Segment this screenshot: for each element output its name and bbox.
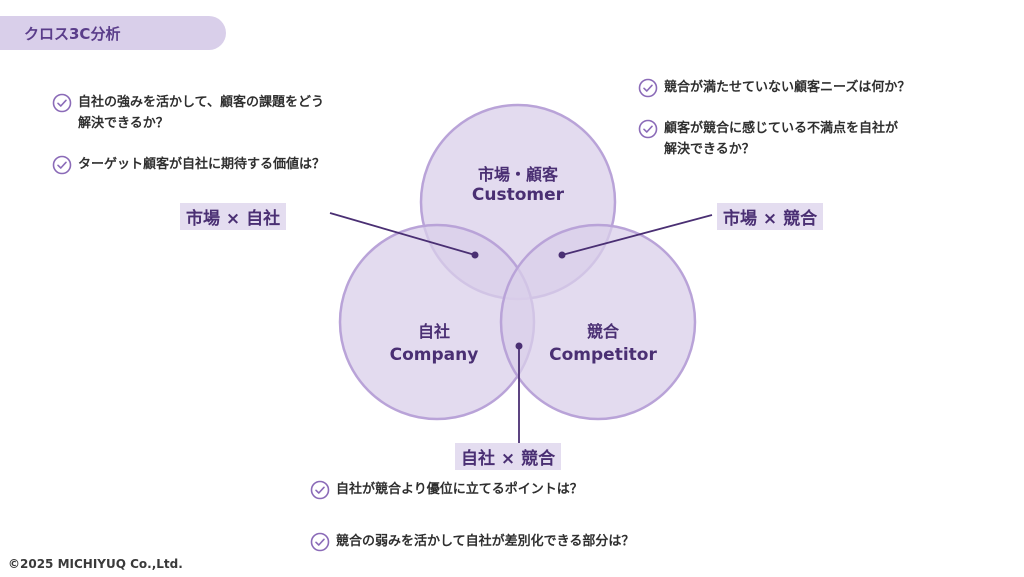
dot-company-competitor [515, 342, 523, 350]
check-circle-icon [52, 155, 72, 175]
circle-competitor [499, 223, 697, 421]
question-line: 解決できるか？ [78, 116, 169, 131]
question-text: 競合の弱みを活かして自社が差別化できる部分は？ [336, 534, 635, 549]
intersection-label-market-company: 市場 × 自社 [180, 203, 287, 230]
question-line: 自社の強みを活かして、顧客の課題をどう [78, 95, 324, 110]
intersection-label-company-competitor: 自社 × 競合 [455, 443, 562, 470]
dot-market-company [471, 251, 479, 259]
connector-market-competitor [561, 214, 713, 256]
competitor-label-jp: 競合 [587, 322, 620, 341]
customer-label-en: Customer [472, 185, 565, 205]
question-text: 顧客が競合に感じている不満点を自社が 解決できるか？ [664, 118, 898, 160]
company-label-jp: 自社 [418, 322, 450, 341]
question-line: 解決できるか？ [664, 142, 755, 157]
question-item: ターゲット顧客が自社に期待する価値は？ [52, 154, 325, 175]
customer-label-jp: 市場・顧客 [478, 165, 559, 184]
check-circle-icon [638, 119, 658, 139]
check-circle-icon [310, 532, 330, 552]
intersection-label-market-competitor: 市場 × 競合 [717, 203, 824, 230]
question-line: 顧客が競合に感じている不満点を自社が [664, 121, 899, 136]
question-item: 顧客が競合に感じている不満点を自社が 解決できるか？ [638, 118, 898, 160]
competitor-label-en: Competitor [549, 345, 657, 365]
question-item: 競合の弱みを活かして自社が差別化できる部分は？ [310, 531, 634, 552]
check-circle-icon [638, 78, 658, 98]
question-item: 自社の強みを活かして、顧客の課題をどう 解決できるか？ [52, 92, 324, 134]
question-item: 競合が満たせていない顧客ニーズは何か？ [638, 77, 910, 98]
check-circle-icon [52, 93, 72, 113]
question-text: 自社の強みを活かして、顧客の課題をどう 解決できるか？ [78, 92, 324, 134]
question-text: 競合が満たせていない顧客ニーズは何か？ [664, 80, 911, 95]
connector-market-company [329, 212, 476, 256]
page-title: クロス3C分析 [0, 16, 226, 50]
question-text: ターゲット顧客が自社に期待する価値は？ [78, 157, 326, 172]
copyright-footer: ©2025 MICHIYUQ Co.,Ltd. [8, 557, 183, 571]
company-label-en: Company [390, 345, 479, 365]
check-circle-icon [310, 480, 330, 500]
dot-market-competitor [558, 251, 566, 259]
question-text: 自社が競合より優位に立てるポイントは？ [336, 482, 583, 497]
question-item: 自社が競合より優位に立てるポイントは？ [310, 479, 583, 500]
